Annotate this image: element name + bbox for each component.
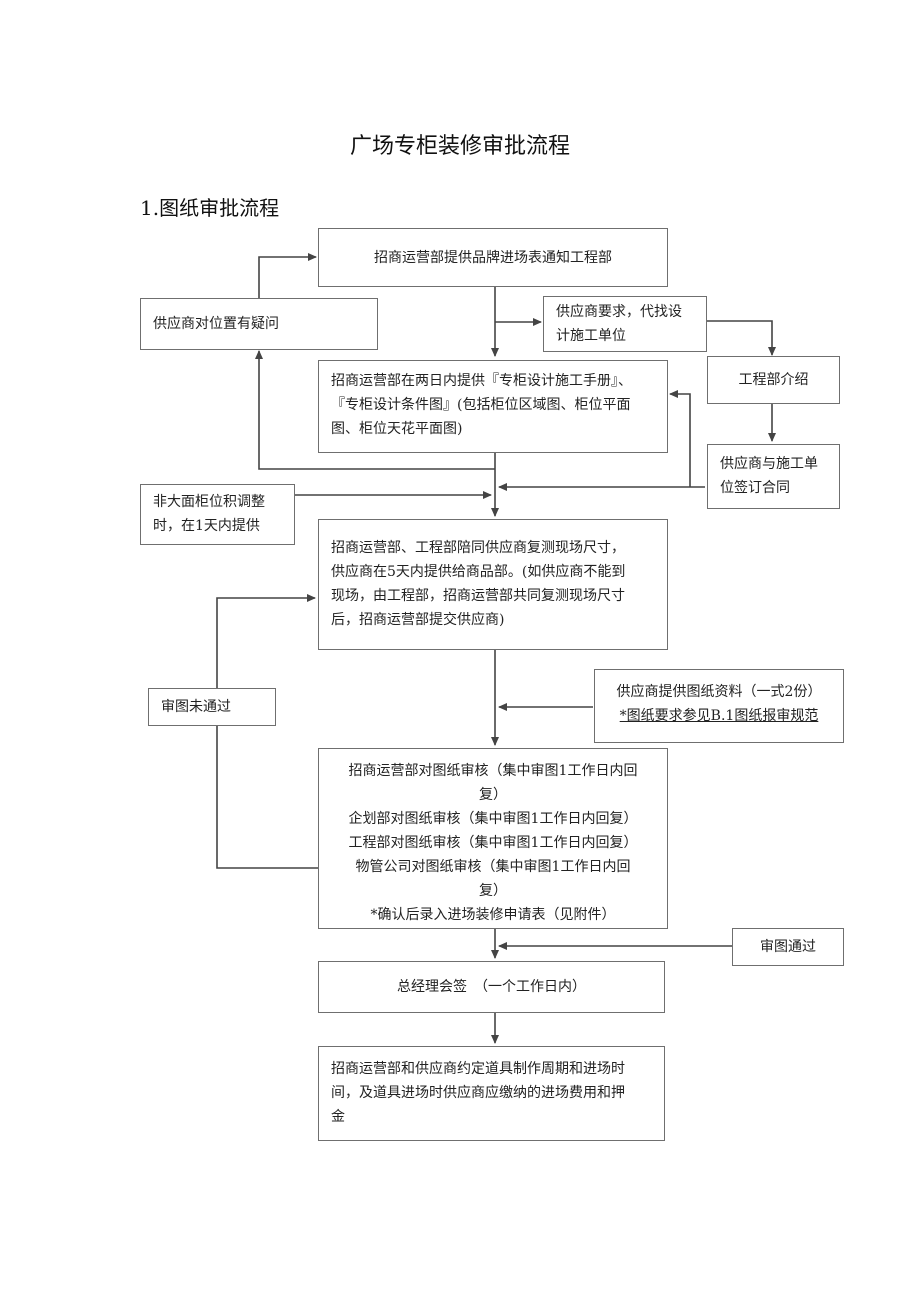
node-designer-line: 供应商要求，代找设 (556, 304, 682, 320)
node-adjust: 非大面柜位积调整 时，在1天内提供 (140, 484, 295, 545)
node-final-line: 间，及道具进场时供应商应缴纳的进场费用和押 (331, 1085, 625, 1101)
node-manual-line: 『专柜设计条件图』(包括柜位区域图、柜位平面 (331, 397, 631, 413)
node-intro-text: 工程部介绍 (738, 372, 809, 388)
node-measure-line: 供应商在5天内提供给商品部。(如供应商不能到 (331, 564, 626, 580)
node-contract-line: 供应商与施工单 (720, 456, 818, 472)
arrow-designer-to-intro (707, 320, 776, 356)
node-review-line: 工程部对图纸审核（集中审图1工作日内回复） (348, 835, 638, 851)
node-review-line: 复） (479, 787, 507, 803)
arrow-spine-to-doubt (255, 350, 495, 470)
node-measure-line: 现场，由工程部，招商运营部共同复测现场尺寸 (331, 588, 625, 604)
node-drawings-line: 供应商提供图纸资料（一式2份） (616, 684, 822, 700)
node-review-line: 复） (479, 883, 507, 899)
node-drawings: 供应商提供图纸资料（一式2份） *图纸要求参见B.1图纸报审规范 (594, 669, 844, 743)
node-review-line: 招商运营部对图纸审核（集中审图1工作日内回 (348, 763, 638, 779)
node-measure-line: 招商运营部、工程部陪同供应商复测现场尺寸， (331, 540, 625, 556)
node-measure-line: 后，招商运营部提交供应商) (331, 612, 505, 628)
node-doubt-text: 供应商对位置有疑问 (153, 316, 279, 332)
node-pass-text: 审图通过 (760, 939, 816, 955)
node-notify: 招商运营部提供品牌进场表通知工程部 (318, 228, 668, 287)
node-final-line: 金 (331, 1109, 345, 1125)
page-title: 广场专柜装修审批流程 (349, 134, 570, 159)
node-final: 招商运营部和供应商约定道具制作周期和进场时 间，及道具进场时供应商应缴纳的进场费… (318, 1046, 665, 1141)
node-fail: 审图未通过 (148, 688, 276, 726)
node-review: 招商运营部对图纸审核（集中审图1工作日内回 复） 企划部对图纸审核（集中审图1工… (318, 748, 668, 929)
arrow-contract-to-manual (669, 390, 691, 487)
node-adjust-line: 时，在1天内提供 (153, 518, 260, 534)
node-measure: 招商运营部、工程部陪同供应商复测现场尺寸， 供应商在5天内提供给商品部。(如供应… (318, 519, 668, 650)
node-adjust-line: 非大面柜位积调整 (153, 494, 265, 510)
node-review-line: 物管公司对图纸审核（集中审图1工作日内回 (355, 859, 631, 875)
node-review-line: 企划部对图纸审核（集中审图1工作日内回复） (348, 811, 638, 827)
node-fail-text: 审图未通过 (161, 699, 231, 715)
node-contract: 供应商与施工单 位签订合同 (707, 444, 840, 509)
node-doubt: 供应商对位置有疑问 (140, 298, 378, 350)
node-pass: 审图通过 (732, 928, 844, 966)
node-notify-text: 招商运营部提供品牌进场表通知工程部 (374, 249, 612, 266)
section-heading: 1.图纸审批流程 (140, 196, 280, 220)
node-manual: 招商运营部在两日内提供『专柜设计施工手册』、 『专柜设计条件图』(包括柜位区域图… (318, 360, 668, 453)
arrow-fail-loop (216, 594, 318, 869)
node-review-line: *确认后录入进场装修申请表（见附件） (370, 907, 616, 923)
node-contract-line: 位签订合同 (720, 480, 790, 496)
arrow-doubt-to-notify (258, 253, 317, 298)
node-intro: 工程部介绍 (707, 356, 840, 404)
node-manual-line: 招商运营部在两日内提供『专柜设计施工手册』、 (331, 373, 632, 389)
node-designer-line: 计施工单位 (556, 328, 626, 344)
node-manual-line: 图、柜位天花平面图) (331, 421, 463, 437)
node-designer: 供应商要求，代找设 计施工单位 (543, 296, 707, 352)
node-sign: 总经理会签 （一个工作日内） (318, 961, 665, 1013)
node-final-line: 招商运营部和供应商约定道具制作周期和进场时 (331, 1061, 625, 1077)
node-sign-text: 总经理会签 （一个工作日内） (397, 979, 586, 995)
node-drawings-line: *图纸要求参见B.1图纸报审规范 (619, 708, 819, 724)
